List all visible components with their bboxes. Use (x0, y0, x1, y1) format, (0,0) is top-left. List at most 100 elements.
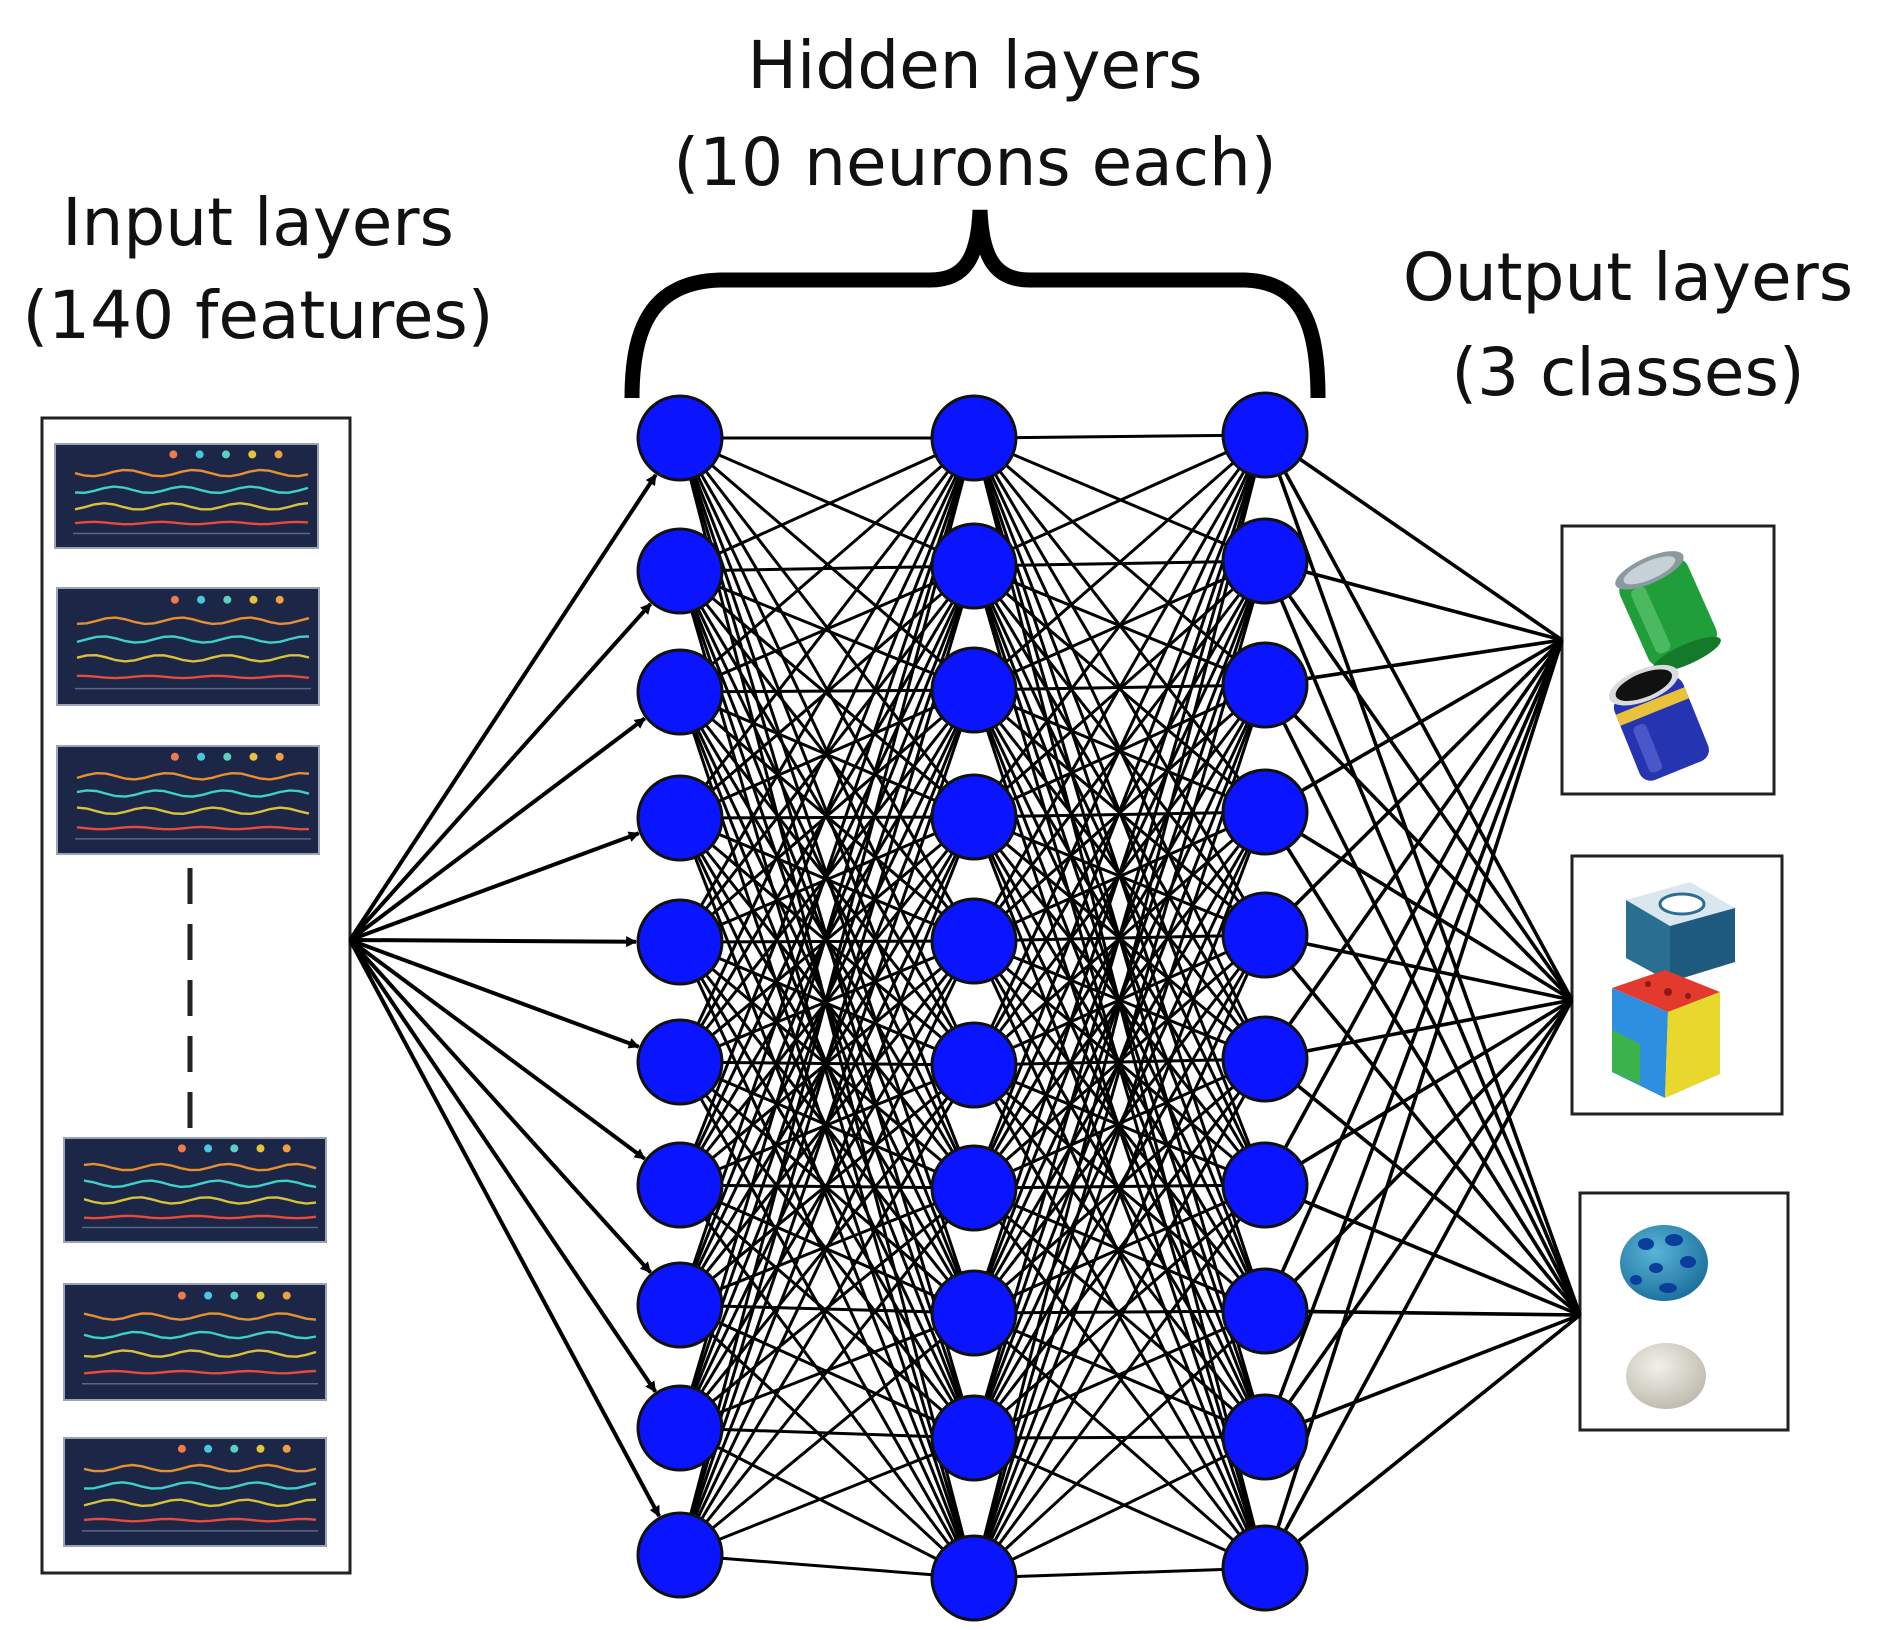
hidden-edge (679, 564, 975, 573)
neuron-node (930, 1144, 1018, 1232)
output-edge (1263, 998, 1574, 1439)
hidden-edge (972, 434, 1267, 818)
hidden-edge (972, 560, 1267, 1579)
neuron-node (930, 646, 1018, 734)
neuron-node (1221, 391, 1309, 479)
neuron-node (930, 1534, 1018, 1622)
neuron-node (636, 648, 724, 736)
hidden-edge (972, 434, 1267, 1189)
neuron-node (636, 1018, 724, 1106)
output-subtitle: (3 classes) (1451, 334, 1804, 411)
neuron-node (636, 1384, 724, 1472)
output-edge (1263, 639, 1564, 1186)
hidden-edge (678, 570, 976, 1579)
hidden-title: Hidden layers (747, 27, 1202, 104)
hidden-edge (972, 934, 1267, 1579)
hidden-edge (972, 811, 1267, 1579)
input-edge (348, 473, 658, 942)
neuron-node (636, 774, 724, 862)
input-title: Input layers (62, 184, 454, 261)
hidden-edge (972, 434, 1267, 1066)
hidden-edge (679, 1311, 975, 1557)
hidden-edge (972, 434, 1267, 942)
hidden-edge (973, 433, 1266, 440)
hidden-edge (678, 689, 976, 1556)
output-edge (1263, 998, 1574, 1313)
output-edge (1264, 1309, 1581, 1317)
neuron-node (1221, 891, 1309, 979)
hidden-edge (972, 434, 1267, 1439)
hidden-edge (678, 1061, 976, 1579)
output-edge (1263, 639, 1564, 1438)
hidden-edge (679, 569, 975, 819)
eggs-icon (1620, 1225, 1708, 1409)
hidden-edge (678, 437, 976, 1063)
input-plot-thumbnail (63, 1137, 327, 1243)
cans-icon (1608, 551, 1721, 781)
hidden-edge (973, 433, 1266, 568)
input-edge (349, 938, 640, 1049)
hidden-edge (678, 941, 976, 1579)
output-edge (1264, 638, 1563, 814)
neuron-node (930, 1269, 1018, 1357)
input-plot-thumbnail (63, 1283, 327, 1401)
output-edge (1263, 811, 1582, 1316)
hidden-edge (678, 437, 976, 1556)
neuron-node (1221, 768, 1309, 856)
hidden-edge (678, 1303, 976, 1580)
hidden-edge (972, 1058, 1267, 1579)
input-plot-thumbnail (54, 443, 319, 549)
output-edge (1264, 1183, 1581, 1317)
output-title: Output layers (1403, 239, 1853, 316)
neuron-node (636, 527, 724, 615)
hidden-edge (972, 684, 1267, 1439)
neuron-node (636, 1141, 724, 1229)
hidden-edge (973, 1566, 1266, 1580)
input-plot-thumbnail (63, 1437, 327, 1547)
hidden-edge (678, 437, 976, 1429)
neuron-node (930, 1021, 1018, 1109)
output-edge (1264, 638, 1563, 687)
hidden-edge (678, 437, 976, 1186)
output-edge (1263, 560, 1582, 1316)
hidden-edge (678, 816, 976, 1556)
input-edge (348, 602, 653, 942)
output-edge (1263, 434, 1582, 1316)
input-plot-thumbnails (54, 443, 327, 1547)
hidden-edge (972, 934, 1267, 1439)
neuron-nodes (636, 391, 1309, 1622)
neuron-node (636, 394, 724, 482)
output-edge (1264, 559, 1563, 642)
input-edge (348, 939, 661, 1518)
hidden-edge (678, 940, 976, 1556)
output-edge (1263, 434, 1574, 1001)
hidden-edge (972, 1309, 1267, 1580)
hidden-edge (972, 434, 1267, 1579)
input-edge (348, 938, 658, 1393)
hidden-edge (973, 1436, 1266, 1570)
neuron-node (1221, 517, 1309, 605)
hidden-edge (973, 433, 1266, 692)
input-edge (348, 938, 646, 1161)
hidden-edge (678, 1064, 976, 1556)
hidden-edge (678, 1184, 976, 1579)
input-plot-thumbnail (56, 745, 320, 855)
cubes-icon (1612, 882, 1735, 1098)
output-edge (1263, 638, 1564, 937)
neuron-node (636, 898, 724, 986)
neuron-node (930, 773, 1018, 861)
neuron-node (1221, 1524, 1309, 1612)
output-edge (1263, 433, 1564, 642)
hidden-edge (679, 1553, 975, 1580)
input-subtitle: (140 features) (22, 277, 493, 354)
hidden-edge (678, 1187, 976, 1556)
hidden-edge (973, 1435, 1266, 1580)
hidden-edge (678, 437, 976, 819)
input-plot-thumbnail (56, 587, 320, 706)
neuron-node (636, 1261, 724, 1349)
hidden-edge (678, 817, 976, 1579)
output-edge (1263, 639, 1564, 1312)
input-edge (349, 831, 640, 942)
